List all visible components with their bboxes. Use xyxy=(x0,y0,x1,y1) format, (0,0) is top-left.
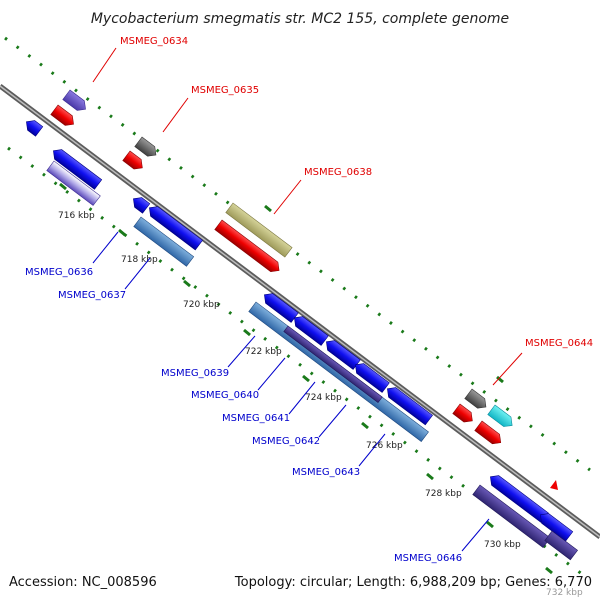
label-msmeg-0640[interactable]: MSMEG_0640 xyxy=(191,390,259,401)
gene-msmeg-0638[interactable] xyxy=(214,219,283,275)
label-msmeg-0636[interactable]: MSMEG_0636 xyxy=(25,267,93,278)
tick-label: 720 kbp xyxy=(183,300,220,310)
label-msmeg-0635[interactable]: MSMEG_0635 xyxy=(191,85,259,96)
topology-summary: Topology: circular; Length: 6,988,209 bp… xyxy=(234,575,592,590)
accession-text: Accession: NC_008596 xyxy=(9,575,157,590)
reverse-labels: MSMEG_0636 MSMEG_0637 MSMEG_0639 MSMEG_0… xyxy=(25,231,490,564)
tick-label: 716 kbp xyxy=(58,211,95,221)
label-msmeg-0634[interactable]: MSMEG_0634 xyxy=(120,36,188,47)
map-title: Mycobacterium smegmatis str. MC2 155, co… xyxy=(91,11,509,27)
gene-msmeg-0636[interactable] xyxy=(46,160,101,206)
gene-msmeg-0634[interactable] xyxy=(50,104,77,129)
gene-msmeg-0636-a[interactable] xyxy=(50,146,103,190)
tick-label: 726 kbp xyxy=(366,441,403,451)
label-msmeg-0638[interactable]: MSMEG_0638 xyxy=(304,167,372,178)
gene-msmeg-0637-a[interactable] xyxy=(146,203,203,251)
major-ticks xyxy=(59,182,553,575)
gene-small-gray[interactable] xyxy=(134,136,160,160)
gene-msmeg-0634-purple[interactable] xyxy=(62,89,89,114)
label-msmeg-0643[interactable]: MSMEG_0643 xyxy=(292,467,360,478)
tick-label: 730 kbp xyxy=(484,540,521,550)
gene-dark-purple[interactable] xyxy=(283,325,383,404)
gene-blue-right-1[interactable] xyxy=(487,472,549,523)
label-msmeg-0641[interactable]: MSMEG_0641 xyxy=(222,413,290,424)
outer-guide-line xyxy=(4,36,591,472)
label-msmeg-0642[interactable]: MSMEG_0642 xyxy=(252,436,320,447)
tick-labels: 716 kbp 718 kbp 720 kbp 722 kbp 724 kbp … xyxy=(58,211,583,598)
label-msmeg-0646[interactable]: MSMEG_0646 xyxy=(394,553,462,564)
gene-msmeg-0643[interactable] xyxy=(384,384,433,426)
gene-msmeg-0646[interactable] xyxy=(472,484,551,548)
gene-msmeg-0644-a[interactable] xyxy=(452,403,476,426)
gene-cyan[interactable] xyxy=(487,404,516,430)
gene-msmeg-0637[interactable] xyxy=(133,216,195,267)
tick-label: 722 kbp xyxy=(245,347,282,357)
tick-label: 718 kbp xyxy=(121,255,158,265)
tick-label: 728 kbp xyxy=(425,489,462,499)
forward-labels: MSMEG_0634 MSMEG_0635 MSMEG_0638 MSMEG_0… xyxy=(92,36,593,386)
gene-msmeg-0642[interactable] xyxy=(352,360,390,393)
red-marker xyxy=(550,480,558,490)
gene-msmeg-0640[interactable] xyxy=(291,313,329,346)
gene-msmeg-0646-b[interactable] xyxy=(544,530,578,561)
label-msmeg-0639[interactable]: MSMEG_0639 xyxy=(161,368,229,379)
gene-msmeg-0635[interactable] xyxy=(122,150,146,173)
gene-msmeg-0639[interactable] xyxy=(261,290,299,323)
gene-features xyxy=(23,89,578,561)
gene-msmeg-0644[interactable] xyxy=(474,420,505,447)
gene-msmeg-0641[interactable] xyxy=(323,337,361,370)
chromosome-backbone xyxy=(0,84,600,539)
tick-label: 724 kbp xyxy=(305,393,342,403)
gene-small-blue[interactable] xyxy=(23,117,44,137)
gene-msmeg-0638-olive[interactable] xyxy=(225,202,293,258)
label-msmeg-0644[interactable]: MSMEG_0644 xyxy=(525,338,593,349)
tick-label: 732 kbp xyxy=(546,588,583,598)
label-msmeg-0637[interactable]: MSMEG_0637 xyxy=(58,290,126,301)
gene-small-blue-2[interactable] xyxy=(130,194,151,214)
gene-small-gray-2[interactable] xyxy=(464,388,490,412)
